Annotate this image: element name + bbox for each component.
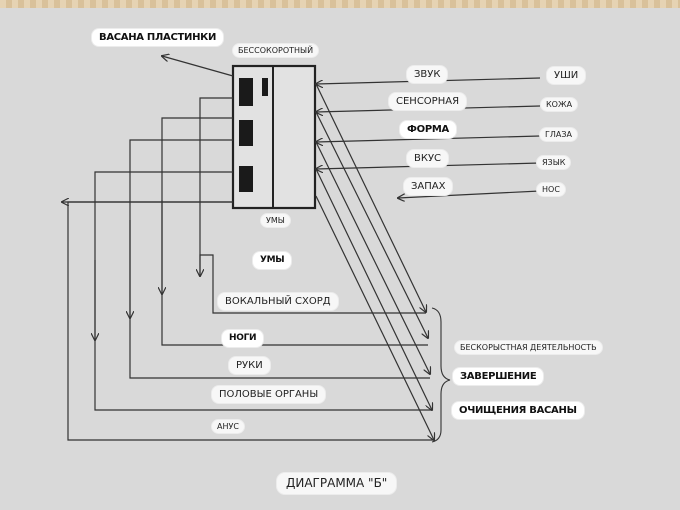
action-label-vocal: ВОКАЛЬНЫЙ СХОРД: [218, 293, 338, 310]
block-bottom-label: УМЫ: [261, 214, 290, 227]
sense-label-sound: ЗВУК: [407, 66, 448, 83]
diag-arrow-4: [315, 168, 432, 410]
sense-label-touch: СЕНСОРНАЯ: [389, 93, 467, 110]
diag-arrow-1: [315, 83, 426, 312]
input-arrow-form: [316, 135, 541, 142]
mind-bar-1: [239, 78, 253, 106]
result-label-vasana-cleansing: ОЧИЩЕНИЯ ВАСАНЫ: [452, 402, 584, 419]
input-arrow-smell: [398, 190, 541, 198]
action-label-legs: НОГИ: [222, 330, 264, 347]
block-top-label: БЕССОКОРОТНЫЙ: [233, 44, 319, 57]
mind-bar-3: [239, 120, 253, 146]
loop-mouth-to-vocal: [199, 97, 233, 276]
result-label-selfless-action: БЕСКОРЫСТНАЯ ДЕЯТЕЛЬНОСТЬ: [455, 341, 602, 354]
action-label-hands: РУКИ: [229, 357, 270, 374]
action-label-genitals: ПОЛОВЫЕ ОРГАНЫ: [212, 386, 326, 403]
vasana-arrow: [162, 56, 234, 77]
organ-label-eyes: ГЛАЗА: [540, 128, 577, 141]
organ-label-nose: НОС: [537, 183, 565, 196]
sense-label-taste: ВКУС: [407, 150, 449, 167]
results-brace: [431, 307, 451, 443]
action-label-anus: АНУС: [212, 420, 244, 433]
diag-arrow-2: [315, 111, 428, 338]
diagram-caption: ДИАГРАММА "Б": [277, 473, 397, 494]
result-label-completion: ЗАВЕРШЕНИЕ: [453, 368, 544, 385]
diag-arrow-5: [315, 195, 434, 440]
mind-bar-4: [239, 166, 253, 192]
decorative-top-border: [0, 0, 680, 8]
organ-label-skin: КОЖА: [541, 98, 578, 111]
diag-arrow-3: [315, 141, 430, 374]
vasana-label: ВАСАНА ПЛАСТИНКИ: [92, 29, 224, 46]
mind-label: УМЫ: [253, 252, 292, 269]
organ-label-tongue: ЯЗЫК: [537, 156, 571, 169]
sense-label-smell: ЗАПАХ: [404, 178, 453, 195]
sense-label-form: ФОРМА: [400, 121, 456, 138]
organ-label-ears: УШИ: [547, 67, 586, 84]
mind-bar-2: [262, 78, 268, 96]
loop-anus: [67, 201, 434, 441]
